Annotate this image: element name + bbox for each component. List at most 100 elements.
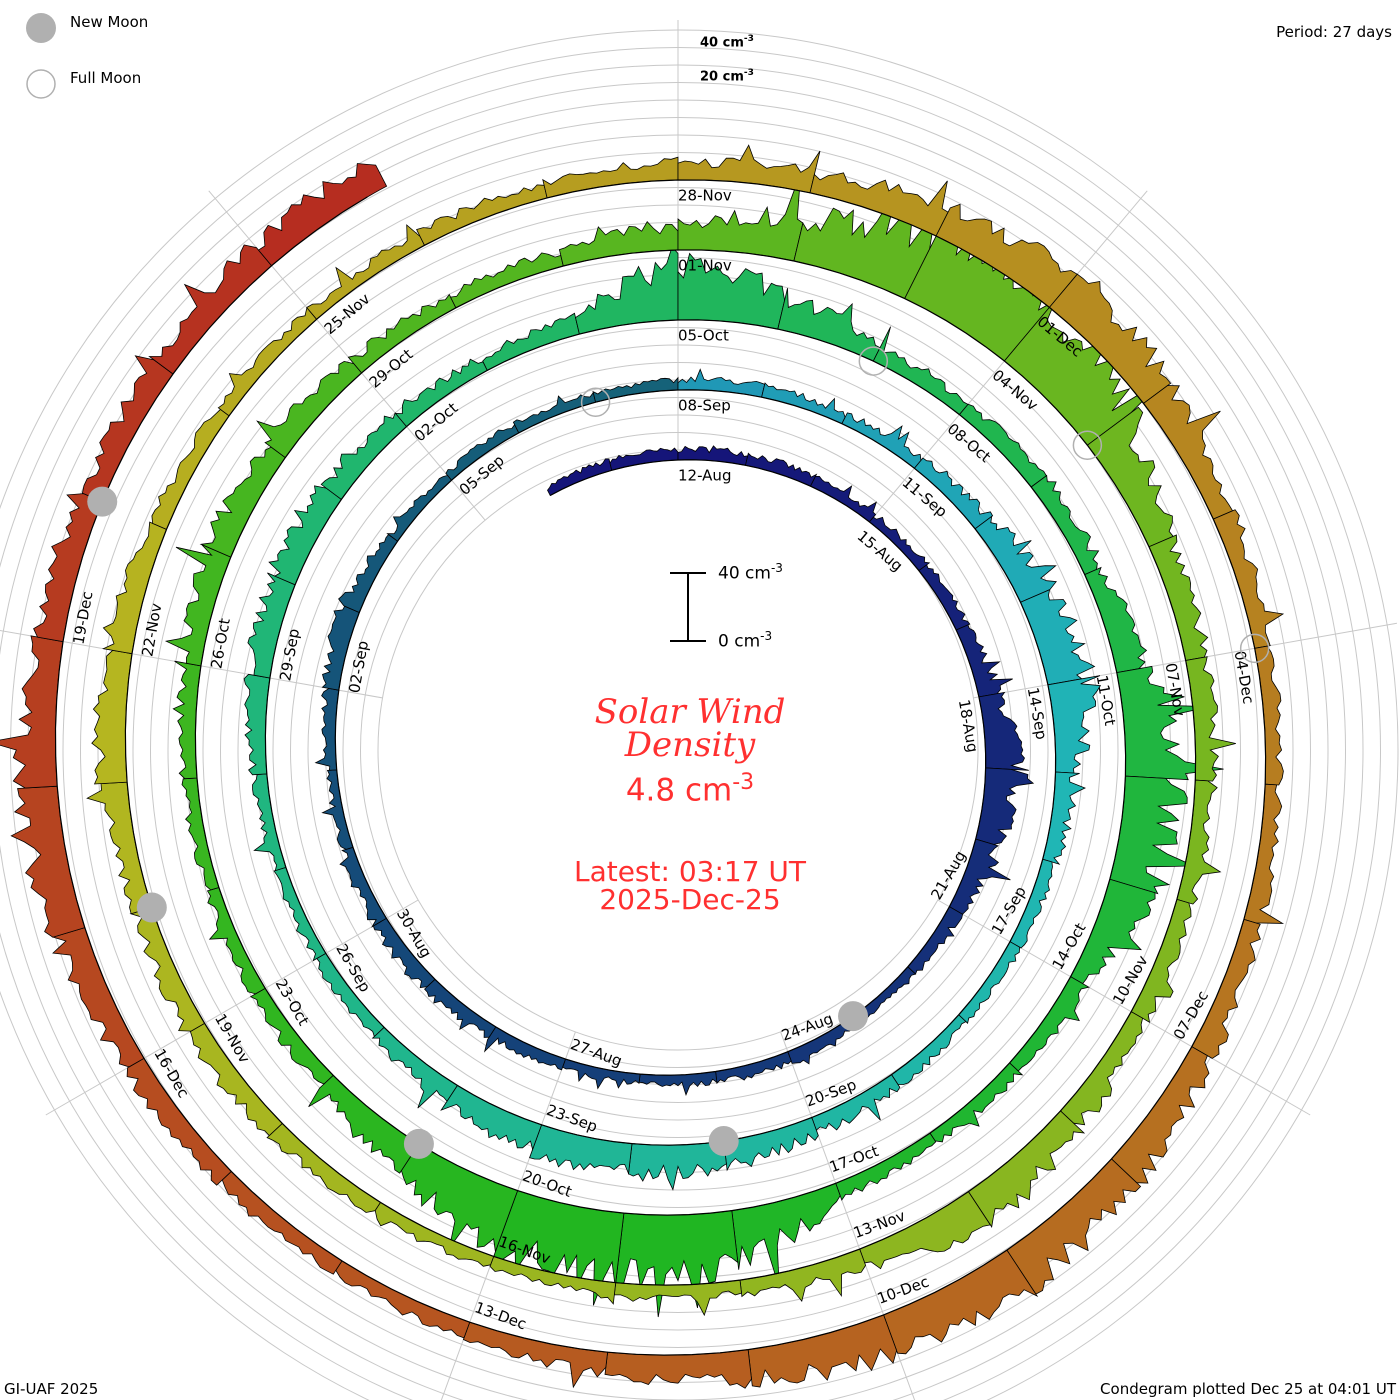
density-area xyxy=(273,866,327,962)
grid-spoke xyxy=(0,629,383,699)
density-area xyxy=(929,1062,1024,1143)
date-label: 28-Nov xyxy=(678,187,732,205)
date-label: 02-Sep xyxy=(345,639,372,694)
period-label: Period: 27 days xyxy=(1276,23,1392,41)
density-area xyxy=(809,476,878,523)
density-area xyxy=(547,458,613,497)
density-area xyxy=(449,252,564,309)
grid-spoke xyxy=(937,899,1311,1116)
density-area xyxy=(181,777,220,891)
density-area xyxy=(10,785,86,938)
density-area xyxy=(978,691,1029,771)
density-area xyxy=(462,1321,609,1389)
date-label: 19-Dec xyxy=(69,590,96,646)
outer-scale-20: 20 cm-3 xyxy=(700,68,754,85)
density-area xyxy=(1042,771,1086,865)
density-area xyxy=(51,927,145,1068)
full-moon-marker xyxy=(1239,633,1270,664)
new-moon-marker xyxy=(87,486,118,517)
density-area xyxy=(338,533,399,614)
baseline-spiral xyxy=(54,179,1267,1356)
density-area xyxy=(677,445,749,466)
density-area xyxy=(558,221,679,267)
legend-new-moon: New Moon xyxy=(70,13,149,31)
density-area xyxy=(482,312,580,371)
full-moon-marker xyxy=(580,387,611,417)
current-value: 4.8 cm-3 xyxy=(625,770,755,809)
legend-full-moon: Full Moon xyxy=(70,69,142,87)
density-series xyxy=(0,144,1285,1389)
date-label: 14-Sep xyxy=(1024,686,1051,741)
density-area xyxy=(872,326,969,416)
density-area xyxy=(217,306,318,417)
density-area xyxy=(483,1026,567,1071)
density-area xyxy=(918,564,971,631)
full-moon-marker xyxy=(1072,430,1103,460)
density-area xyxy=(609,447,679,471)
plot-time-label: Condegram plotted Dec 25 at 04:01 UT xyxy=(1100,1380,1396,1398)
scale-bar xyxy=(670,572,706,642)
density-area xyxy=(268,485,342,586)
density-area xyxy=(1254,645,1284,786)
density-area xyxy=(1009,976,1090,1072)
density-area xyxy=(745,452,818,487)
density-area xyxy=(416,184,548,246)
density-area xyxy=(739,1248,867,1302)
new-moon-marker xyxy=(136,892,167,923)
date-label: 11-Oct xyxy=(1093,674,1120,727)
density-area xyxy=(1019,589,1096,686)
density-area xyxy=(975,767,1035,845)
density-area xyxy=(257,163,388,267)
grid-spoke xyxy=(208,190,486,521)
density-area xyxy=(371,1026,458,1109)
date-label: 12-Aug xyxy=(678,467,731,485)
density-area xyxy=(715,1051,792,1085)
credit-label: GI-UAF 2025 xyxy=(4,1380,99,1398)
density-area xyxy=(335,1260,471,1339)
density-area xyxy=(1059,1011,1144,1126)
date-label: 08-Sep xyxy=(678,397,731,415)
density-area xyxy=(761,382,846,425)
grid-spoke xyxy=(780,1031,916,1400)
date-label: 26-Oct xyxy=(207,617,234,670)
density-area xyxy=(33,493,103,643)
density-area xyxy=(1212,509,1285,649)
density-area xyxy=(308,1074,420,1174)
density-area xyxy=(1142,385,1234,520)
density-area xyxy=(747,1314,898,1388)
density-area xyxy=(592,376,679,403)
density-area xyxy=(0,635,64,789)
density-area xyxy=(841,412,922,469)
density-area xyxy=(440,1084,543,1151)
date-label: 05-Oct xyxy=(678,327,729,345)
density-area xyxy=(129,907,206,1032)
scale-bar-bottom-label: 0 cm-3 xyxy=(718,629,773,652)
grid-spoke xyxy=(45,899,419,1116)
new-moon-legend-icon xyxy=(26,13,56,43)
density-area xyxy=(890,1014,967,1085)
new-moon-marker xyxy=(838,1001,869,1032)
date-label: 01-Nov xyxy=(678,257,732,275)
density-area xyxy=(677,368,766,398)
scale-bar-top-label: 40 cm-3 xyxy=(718,561,783,584)
density-area xyxy=(256,360,363,459)
density-area xyxy=(1084,566,1148,674)
full-moon-marker xyxy=(858,346,889,376)
date-label: 29-Sep xyxy=(276,627,303,682)
full-moon-legend-icon xyxy=(26,69,56,99)
moon-markers xyxy=(87,346,1270,1159)
new-moon-marker xyxy=(403,1128,434,1159)
new-moon-marker xyxy=(708,1126,739,1157)
date-label: 22-Nov xyxy=(138,602,165,658)
density-area xyxy=(1148,534,1209,661)
density-area xyxy=(974,515,1057,603)
date-label: 18-Aug xyxy=(955,698,982,754)
density-area xyxy=(206,887,266,995)
density-area xyxy=(81,355,174,503)
density-area xyxy=(172,660,202,780)
density-area xyxy=(1030,474,1100,576)
